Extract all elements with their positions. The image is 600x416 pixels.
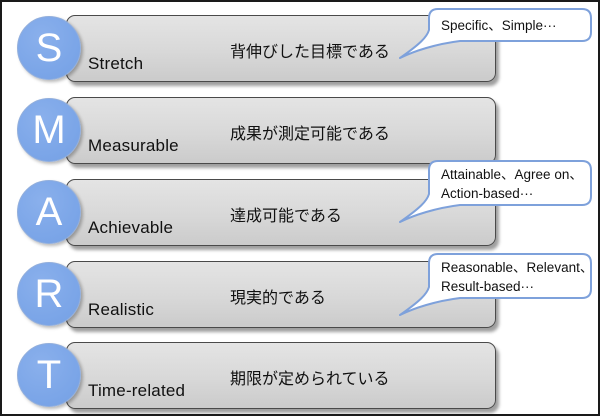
letter-r: R: [34, 272, 64, 316]
row-time-related: Time-related 期限が定められている T: [2, 342, 598, 409]
callout-realistic-text: Reasonable、Relevant、 Result-based···: [441, 258, 593, 296]
callout-realistic: Reasonable、Relevant、 Result-based···: [396, 253, 593, 321]
measurable-bar: Measurable 成果が測定可能である: [66, 97, 496, 164]
speech-bubble-shape: [399, 253, 592, 316]
stretch-label: Stretch: [88, 54, 144, 73]
speech-bubble-shape: [399, 8, 592, 59]
callout-line: Attainable、Agree on、: [441, 166, 583, 182]
letter-circle-m: M: [17, 98, 81, 162]
achievable-label: Achievable: [88, 218, 174, 237]
realistic-label: Realistic: [88, 300, 155, 319]
speech-bubble-shape: [399, 160, 592, 223]
time-related-label: Time-related: [88, 381, 186, 400]
callout-line: Reasonable、Relevant、: [441, 259, 594, 275]
stretch-description: 背伸びした目標である: [230, 44, 390, 62]
letter-circle-s: S: [17, 16, 81, 80]
time-related-bar: Time-related 期限が定められている: [66, 342, 496, 409]
measurable-label: Measurable: [88, 136, 179, 155]
realistic-description: 現実的である: [230, 290, 326, 308]
letter-s: S: [35, 26, 63, 70]
row-measurable: Measurable 成果が測定可能である M: [2, 97, 598, 164]
letter-circle-t: T: [17, 343, 81, 407]
callout-line: Result-based···: [441, 278, 535, 294]
measurable-description: 成果が測定可能である: [230, 126, 390, 144]
time-related-description: 期限が定められている: [230, 371, 390, 389]
callout-stretch-text: Specific、Simple···: [441, 16, 557, 35]
callout-achievable-text: Attainable、Agree on、 Action-based···: [441, 165, 583, 203]
achievable-description: 達成可能である: [230, 208, 342, 226]
callout-stretch: Specific、Simple···: [396, 8, 592, 64]
letter-a: A: [35, 190, 63, 234]
callout-line: Specific、Simple···: [441, 18, 557, 33]
callout-line: Action-based···: [441, 185, 534, 201]
callout-achievable: Attainable、Agree on、 Action-based···: [396, 160, 592, 228]
letter-t: T: [36, 353, 62, 397]
letter-circle-r: R: [17, 262, 81, 326]
letter-m: M: [32, 108, 66, 152]
letter-circle-a: A: [17, 180, 81, 244]
